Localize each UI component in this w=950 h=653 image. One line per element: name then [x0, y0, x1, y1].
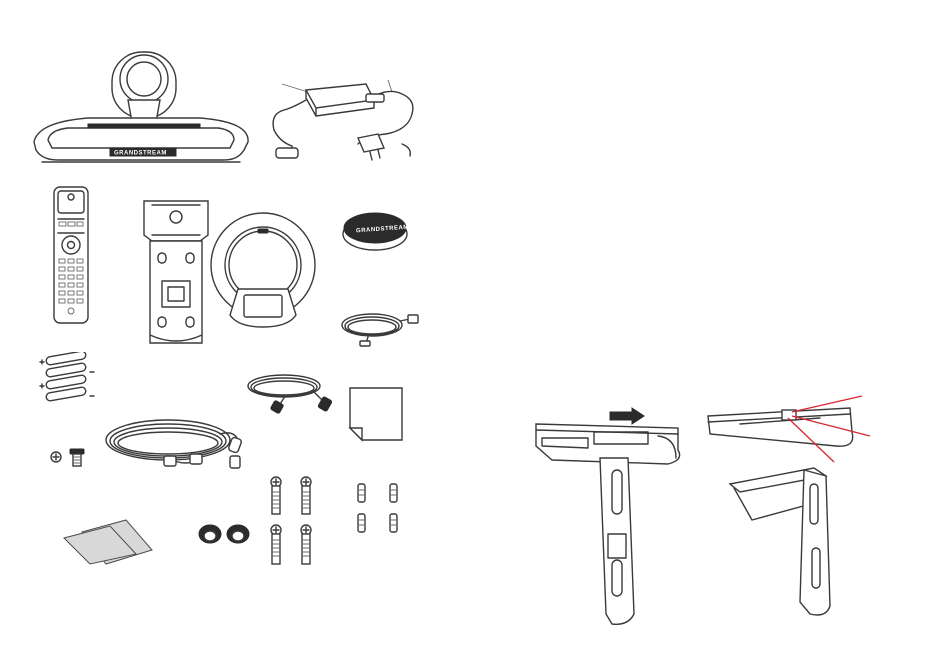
foot-icon	[196, 520, 254, 550]
cable-icon	[102, 412, 250, 476]
power-adapter-icon	[262, 78, 424, 168]
pad-icon	[60, 518, 156, 566]
remote-control-illustration	[52, 185, 90, 325]
bracket-icon	[138, 195, 214, 350]
screw-icon	[48, 446, 88, 468]
bracket-lock-icon	[700, 388, 880, 628]
screws-small-illustration	[48, 446, 88, 468]
camera-brand-label: GRANDSTREAM	[114, 151, 167, 157]
anchor-icon	[352, 480, 404, 540]
battery-icon	[36, 352, 98, 402]
hdmi-cable-illustration	[244, 370, 336, 414]
cap-icon: GRANDSTREAM	[340, 204, 410, 254]
batteries-illustration	[36, 352, 98, 402]
screw-icon	[262, 476, 324, 572]
wall-mount-bracket-illustration	[138, 195, 214, 350]
bracket-slide-icon	[528, 400, 690, 628]
anchors-illustration	[352, 480, 404, 540]
rubber-feet-illustration	[196, 520, 254, 550]
hdmi-cable-icon	[244, 370, 336, 414]
mic-cap-illustration: GRANDSTREAM	[340, 204, 410, 254]
speaker-icon	[208, 203, 318, 331]
remote-control-icon	[52, 185, 90, 325]
manual-pads-illustration	[60, 518, 156, 566]
video-conference-camera-icon: GRANDSTREAM	[28, 40, 253, 170]
cable-icon	[338, 305, 422, 347]
long-screws-illustration	[262, 476, 324, 572]
speaker-microphone-illustration	[208, 203, 318, 331]
bracket-assembly-lock-illustration	[700, 388, 880, 628]
power-adapter-illustration	[262, 78, 424, 168]
quick-start-sheet-illustration	[348, 386, 406, 444]
document-icon	[348, 386, 406, 444]
bracket-assembly-slide-illustration	[528, 400, 690, 628]
network-cable-illustration	[338, 305, 422, 347]
long-cable-illustration	[102, 412, 250, 476]
camera-base-illustration: GRANDSTREAM	[28, 40, 253, 170]
